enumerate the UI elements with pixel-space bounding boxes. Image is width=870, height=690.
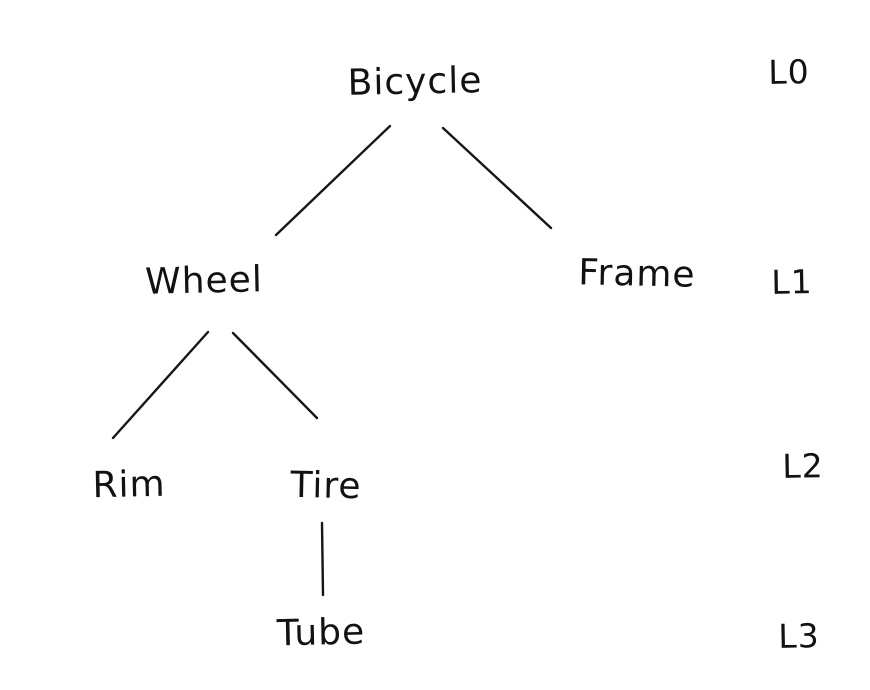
- node-tube: Tube: [276, 611, 366, 655]
- level-label-l1: L1: [770, 262, 814, 302]
- node-tire: Tire: [290, 464, 362, 508]
- edge-bicycle-frame: [441, 126, 553, 230]
- node-rim: Rim: [92, 463, 166, 507]
- edge-wheel-tire: [231, 331, 319, 420]
- node-wheel: Wheel: [144, 259, 264, 303]
- level-label-l2: L2: [781, 446, 825, 486]
- node-frame: Frame: [577, 252, 697, 296]
- edge-wheel-rim: [111, 330, 210, 440]
- edge-bicycle-wheel: [274, 124, 392, 237]
- level-label-l3: L3: [777, 616, 821, 656]
- level-label-l0: L0: [767, 52, 811, 92]
- edge-tire-tube: [320, 521, 325, 597]
- node-bicycle: Bicycle: [347, 60, 483, 104]
